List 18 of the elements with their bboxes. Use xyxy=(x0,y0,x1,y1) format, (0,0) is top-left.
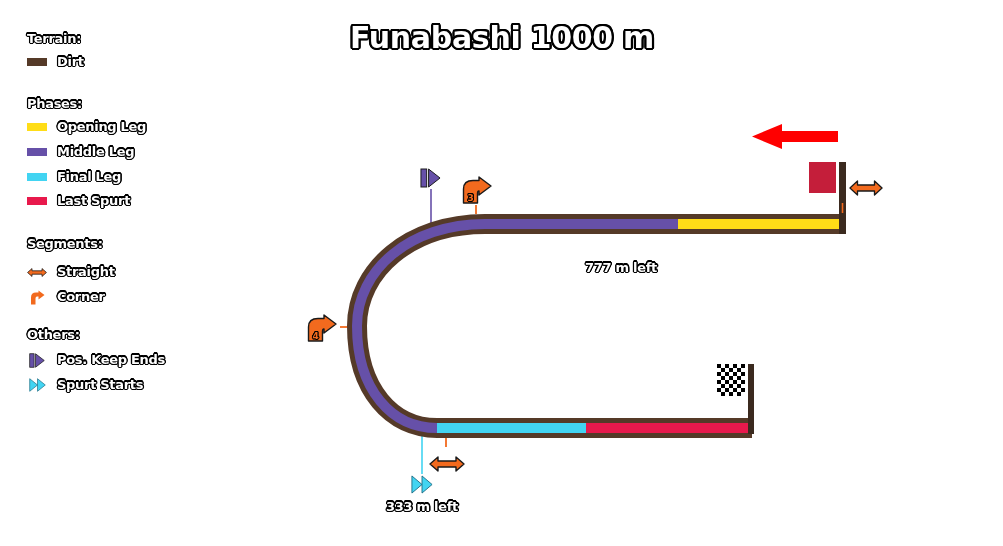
legend-label: Middle Leg xyxy=(57,144,135,160)
legend-label: Opening Leg xyxy=(57,119,147,135)
legend-heading: Others: xyxy=(27,327,80,343)
legend-heading: Phases: xyxy=(27,96,82,112)
legend-label: Straight xyxy=(57,264,115,280)
distance-label: 333 m left xyxy=(386,499,458,515)
legend-label: Final Leg xyxy=(57,169,122,185)
legend-label: Corner xyxy=(57,289,105,305)
distance-label: 777 m left xyxy=(585,260,657,276)
legend-label: Spurt Starts xyxy=(57,377,144,393)
legend-heading: Segments: xyxy=(27,236,103,252)
legend-label: Pos. Keep Ends xyxy=(57,352,165,368)
legend-label: Last Spurt xyxy=(57,193,131,209)
corner-number: 3 xyxy=(467,192,474,203)
legend-label: Dirt xyxy=(57,54,84,70)
title: Funabashi 1000 m xyxy=(350,20,654,56)
legend-heading: Terrain: xyxy=(27,31,82,47)
corner-number: 4 xyxy=(312,330,319,341)
